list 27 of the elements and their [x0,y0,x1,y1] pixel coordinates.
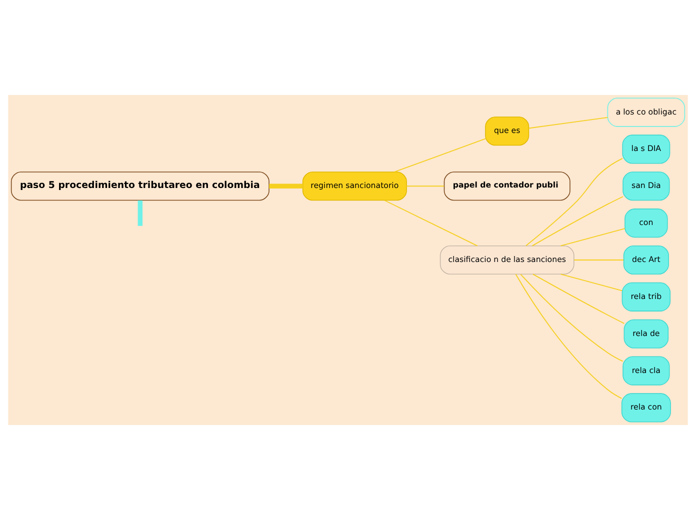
connector [394,138,486,172]
node-box: paso 5 procedimiento tributareo en colombia [10,172,270,201]
node-box: rela de [624,319,669,348]
connector [515,274,622,399]
connector [520,274,624,362]
connector [406,186,445,187]
connector [384,200,478,246]
connector [532,196,624,246]
connector [560,274,622,292]
connector [528,116,608,129]
connector [560,228,626,246]
node-box: regimen sancionatorio [302,172,407,201]
node-box: san Dia [622,172,670,201]
node-box: a los co obligac [607,98,686,127]
connector [138,200,143,226]
connector [532,274,625,324]
node-box: papel de contador publi [444,172,570,201]
connector [526,158,623,246]
node-box: rela con [621,393,671,422]
node-box: dec Art [623,245,669,275]
node-box: que es [485,116,530,146]
node-box: clasificacio n de las sanciones [440,245,574,275]
node-box: con [624,208,668,238]
node-box: rela trib [622,282,671,312]
node-box: rela cla [622,356,670,386]
node-box: la s DIA [622,134,670,164]
connector [269,184,303,188]
